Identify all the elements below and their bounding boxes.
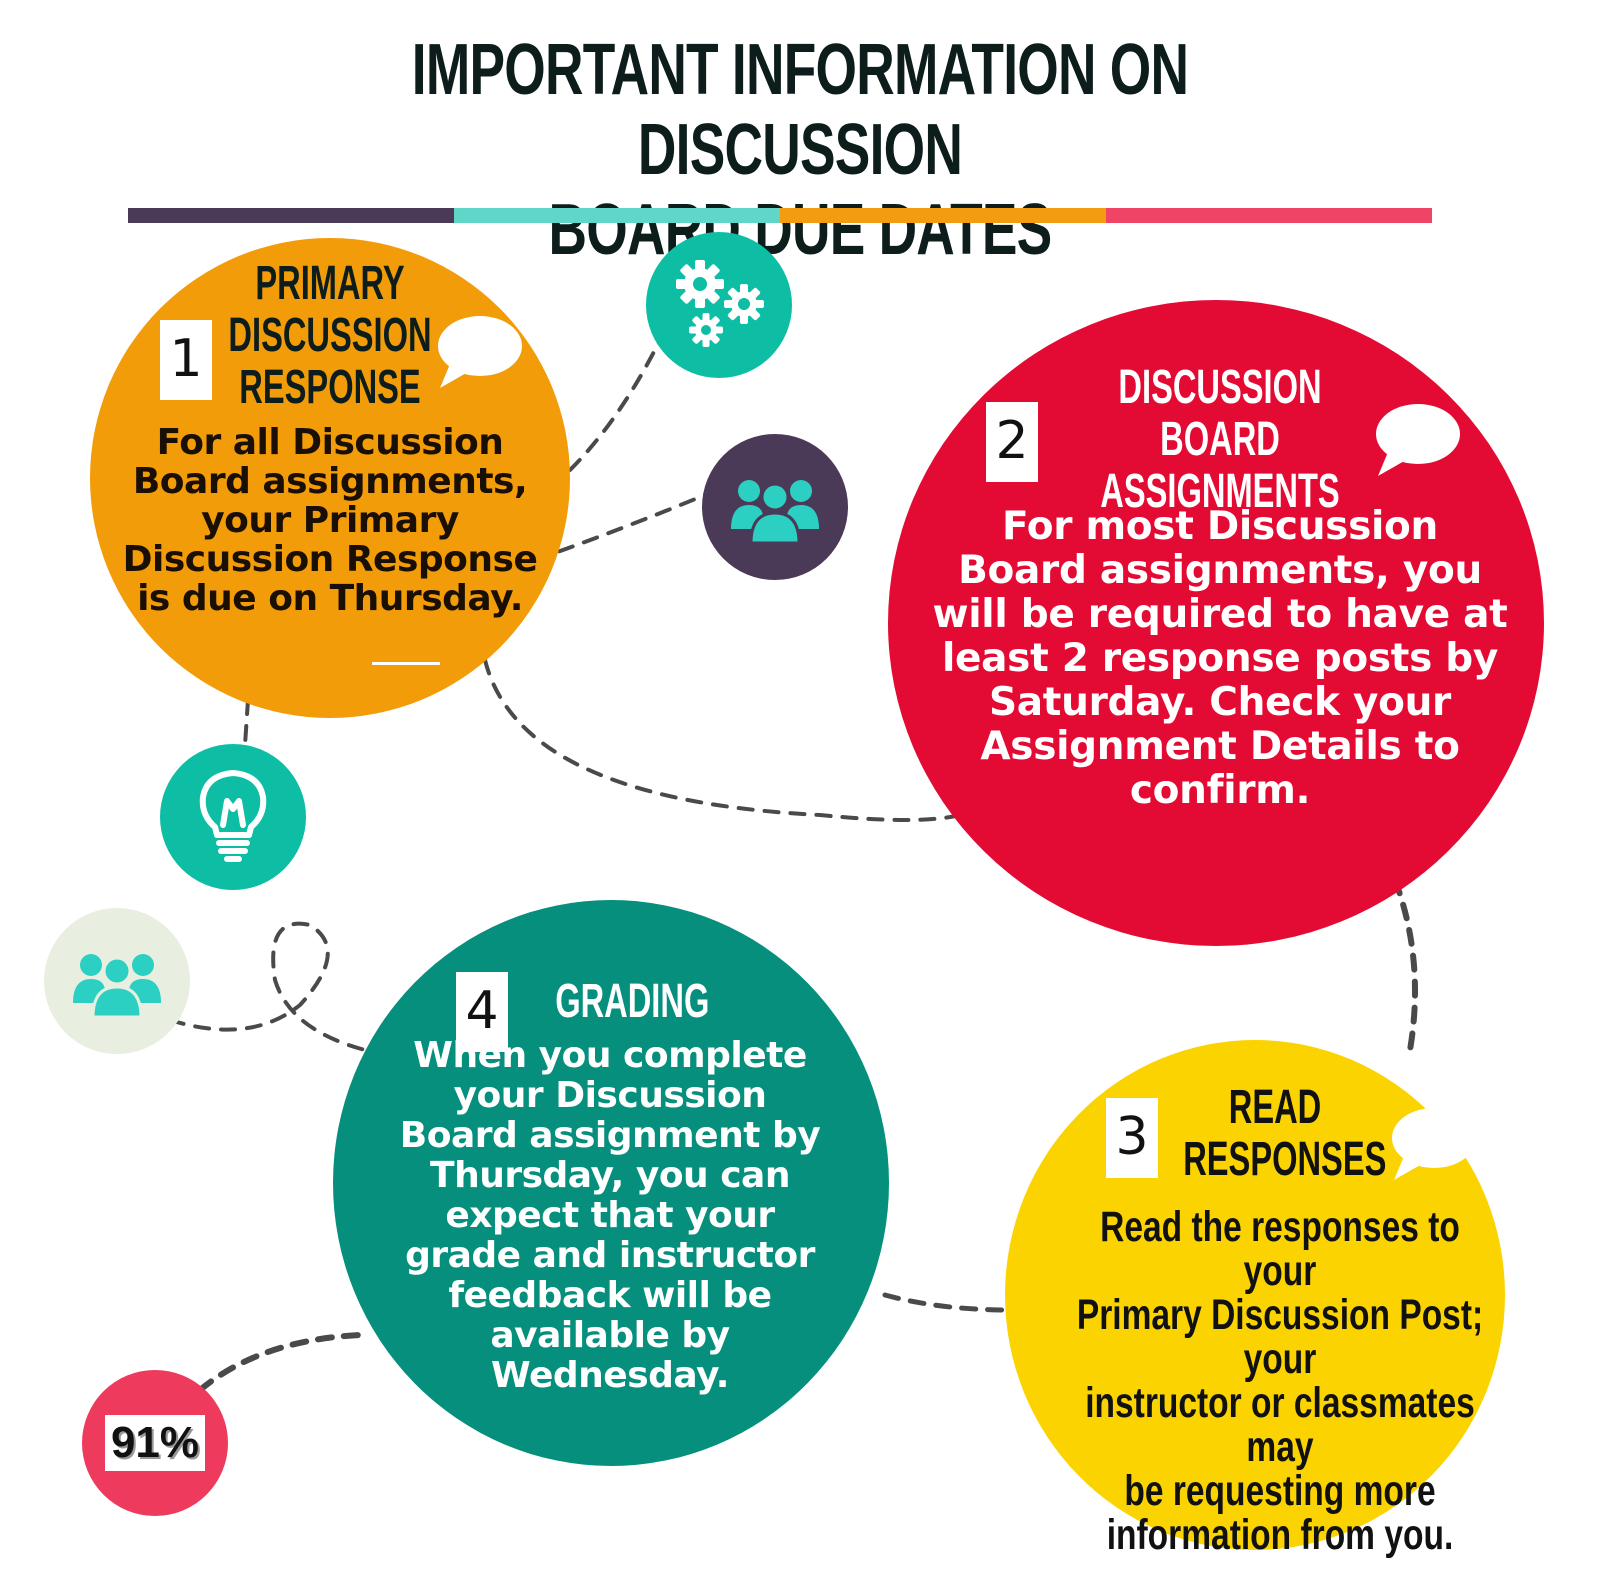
step-3-text-line: be requesting more <box>1124 1467 1436 1515</box>
step-3-heading-line: READ <box>1228 1081 1322 1134</box>
connector-loop <box>168 921 367 1052</box>
percent-badge-circle: 91% <box>82 1370 228 1516</box>
percent-badge: 91% <box>104 1415 206 1471</box>
step-2-text-line: will be required to have at <box>932 592 1508 637</box>
step-4-text-line: Wednesday. <box>491 1355 729 1396</box>
step-2-text-line: For most Discussion <box>1001 504 1439 549</box>
step-4-circle <box>333 900 889 1466</box>
step-3-text: Read the responses to your Primary Discu… <box>1062 1205 1499 1557</box>
connector-bulb <box>243 698 250 747</box>
step-3-text-line: Primary Discussion Post; your <box>1076 1291 1484 1383</box>
step-3-heading-line: RESPONSES <box>1183 1133 1387 1186</box>
page-title: IMPORTANT INFORMATION ON DISCUSSION BOAR… <box>319 30 1281 270</box>
step-1-text: For all Discussion Board assignments, yo… <box>110 423 550 618</box>
step-4-text-line: expect that your <box>445 1195 775 1236</box>
step-4-text-line: grade and instructor <box>405 1235 815 1276</box>
step-4-text-line: Board assignment by <box>399 1115 821 1156</box>
step-1-number: 1 <box>160 320 212 400</box>
group-icon <box>731 480 819 545</box>
step-1-text-line: For all Discussion <box>156 422 504 463</box>
title-line-1: IMPORTANT INFORMATION ON DISCUSSION <box>411 30 1189 190</box>
step-4-text: When you complete your Discussion Board … <box>380 1036 840 1396</box>
step-2-text-line: Assignment Details to <box>980 724 1460 769</box>
step-1-text-line: Discussion Response <box>122 539 538 580</box>
step-1-text-line: your Primary <box>201 500 459 541</box>
divider-teal <box>454 208 780 223</box>
group-icon-circle <box>702 434 848 580</box>
step-4-text-line: feedback will be <box>448 1275 772 1316</box>
connector-percent <box>197 1332 363 1393</box>
step-2-text-line: Saturday. Check your <box>988 680 1451 725</box>
step-4-heading-line: GRADING <box>555 975 710 1028</box>
step-3-number: 3 <box>1106 1098 1158 1178</box>
title-line-2: BOARD DUE DATES <box>548 190 1053 270</box>
percent-badge-text: 91% <box>110 1418 200 1467</box>
connector-gears <box>568 338 662 472</box>
speech-bubble-icon <box>1392 1108 1476 1180</box>
speech-bubble-icon <box>438 316 522 388</box>
connector-step3-step4 <box>882 1292 1013 1313</box>
step-2-text-line: Board assignments, you <box>958 548 1482 593</box>
step-1-text-line: is due on Thursday. <box>137 578 523 619</box>
step-2-heading: DISCUSSION BOARD ASSIGNMENTS <box>1084 362 1356 518</box>
step-1-heading-line: DISCUSSION <box>228 309 432 362</box>
connector-step2-step3 <box>1392 877 1418 1053</box>
step-1-heading-line: PRIMARY <box>255 257 405 310</box>
step-2-heading-line: ASSIGNMENTS <box>1100 465 1340 518</box>
group-icon <box>73 954 161 1019</box>
connector-group-purple <box>533 493 707 562</box>
step-4-text-line: Thursday, you can <box>430 1155 790 1196</box>
gears-icon <box>676 260 764 347</box>
lightbulb-icon-circle <box>160 744 306 890</box>
step-2-text-line: confirm. <box>1129 768 1311 813</box>
step-2-heading-line: DISCUSSION BOARD <box>1118 361 1322 466</box>
step-1-heading-line: RESPONSE <box>239 361 421 414</box>
step-4-text-line: available by <box>490 1315 730 1356</box>
divider-orange <box>780 208 1106 223</box>
step-2-number: 2 <box>986 402 1038 482</box>
divider-pink <box>1106 208 1432 223</box>
step-3-text-line: information from you. <box>1106 1511 1454 1559</box>
gears-icon-circle <box>646 232 792 378</box>
step-4-number: 4 <box>456 972 508 1052</box>
step-1-underline <box>372 662 440 665</box>
step-1-text-line: Board assignments, <box>132 461 528 502</box>
step-3-heading: READ RESPONSES <box>1183 1081 1387 1186</box>
step-2-text-line: least 2 response posts by <box>941 636 1499 681</box>
speech-bubble-icon <box>1376 404 1460 476</box>
step-4-text-line: When you complete <box>413 1035 807 1076</box>
divider-purple <box>128 208 454 223</box>
connector-step1-step2 <box>483 658 962 822</box>
group-icon-circle-pale <box>44 908 190 1054</box>
step-4-heading: GRADING <box>555 975 710 1028</box>
step-4-text-line: your Discussion <box>453 1075 767 1116</box>
step-3-text-line: Read the responses to your <box>1100 1203 1460 1295</box>
step-3-text-line: instructor or classmates may <box>1085 1379 1475 1471</box>
step-2-text: For most Discussion Board assignments, y… <box>920 505 1520 813</box>
lightbulb-icon <box>199 770 267 862</box>
step-1-heading: PRIMARY DISCUSSION RESPONSE <box>228 258 432 414</box>
